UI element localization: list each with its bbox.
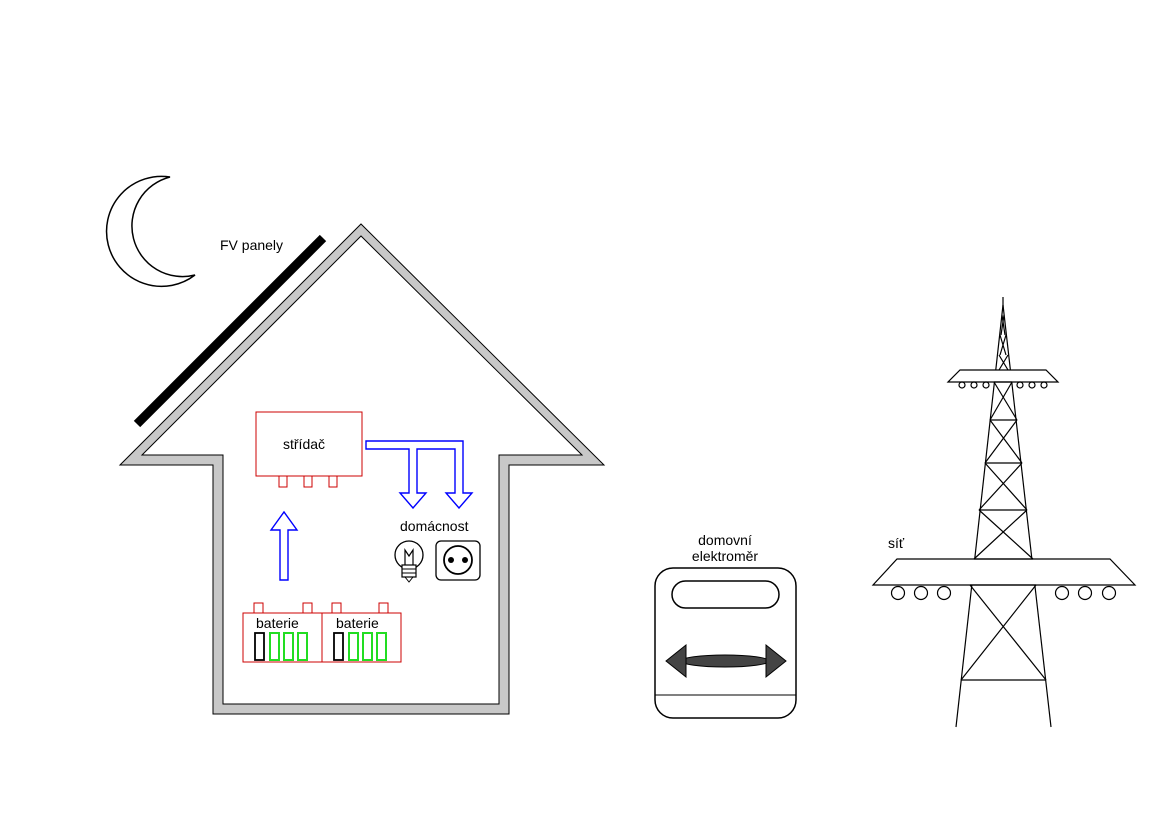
meter-icon xyxy=(654,567,797,719)
inverter xyxy=(255,411,363,488)
pylon-icon xyxy=(871,297,1137,728)
battery-2-label: baterie xyxy=(336,615,379,631)
arrow-inverter-to-household xyxy=(365,440,474,510)
household-label: domácnost xyxy=(400,518,469,534)
battery-2 xyxy=(321,602,402,663)
arrow-battery-to-inverter xyxy=(269,510,299,581)
bulb-icon xyxy=(394,540,424,583)
socket-icon xyxy=(435,540,481,581)
panels-label: FV panely xyxy=(220,237,283,253)
meter-label-line2: elektroměr xyxy=(692,548,758,564)
meter-label-line1: domovní xyxy=(698,532,752,548)
pv-panels xyxy=(133,234,327,428)
moon-icon xyxy=(105,175,196,288)
battery-1-label: baterie xyxy=(256,615,299,631)
battery-1 xyxy=(242,602,323,663)
inverter-label: střídač xyxy=(283,436,325,452)
grid-label: síť xyxy=(888,535,905,551)
